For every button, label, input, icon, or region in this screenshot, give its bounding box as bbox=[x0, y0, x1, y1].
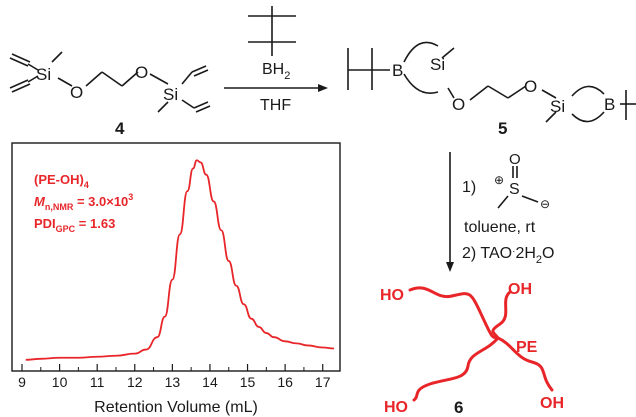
star-polymer-structure bbox=[408, 286, 554, 402]
ylide-plus-charge: ⊕ bbox=[494, 173, 504, 187]
step-1-number: 1) bbox=[462, 179, 476, 196]
compound-5-si-right: Si bbox=[550, 97, 565, 116]
product-ho-top-left: HO bbox=[380, 287, 404, 304]
x-tick-marks bbox=[21, 364, 324, 371]
annotation-mn: Mn,NMR = 3.0×103 bbox=[34, 192, 133, 212]
annotation-label: (PE-OH)4 bbox=[34, 172, 89, 190]
compound-5-o-right: O bbox=[524, 77, 537, 96]
borane-label: BH2 bbox=[262, 61, 290, 82]
x-tick-label-9: 9 bbox=[18, 374, 26, 390]
x-axis-label: Retention Volume (mL) bbox=[94, 399, 258, 416]
compound-4-o-right: O bbox=[135, 63, 148, 82]
x-tick-label-13: 13 bbox=[165, 374, 181, 390]
x-tick-label-11: 11 bbox=[90, 374, 105, 390]
compound-5-si-left: Si bbox=[430, 55, 445, 74]
chart-frame bbox=[11, 142, 341, 372]
reaction-arrow-1 bbox=[224, 84, 328, 92]
x-tick-label-14: 14 bbox=[202, 374, 218, 390]
compound-5-structure bbox=[347, 41, 636, 123]
x-tick-label-17: 17 bbox=[315, 374, 331, 390]
x-tick-label-12: 12 bbox=[127, 374, 143, 390]
ylide-sulfur: S bbox=[509, 181, 520, 198]
sulfoxonium-ylide-structure bbox=[497, 166, 539, 209]
product-pe-label: PE bbox=[516, 339, 538, 356]
product-ho-bottom-left: HO bbox=[384, 399, 408, 416]
reaction-arrow-2 bbox=[446, 152, 454, 272]
compound-4-o-left: O bbox=[70, 83, 83, 102]
product-oh-bottom-right: OH bbox=[540, 395, 564, 412]
x-tick-label-10: 10 bbox=[52, 374, 68, 390]
x-tick-labels: 9 10 11 12 13 14 15 16 17 bbox=[18, 374, 331, 390]
compound-4-structure bbox=[9, 51, 211, 113]
annotation-pdi: PDIGPC = 1.63 bbox=[34, 216, 115, 234]
product-oh-top-right: OH bbox=[508, 281, 532, 298]
compound-4-si-right: Si bbox=[163, 85, 178, 104]
compound-5-o-left: O bbox=[452, 95, 465, 114]
step-1-conditions: toluene, rt bbox=[464, 219, 536, 236]
gpc-trace-series bbox=[25, 159, 335, 361]
ylide-minus-charge: ⊖ bbox=[540, 197, 550, 211]
compound-4-si-left: Si bbox=[36, 65, 51, 84]
step-2-conditions: 2) TAO·2H2O bbox=[462, 245, 554, 266]
ylide-oxygen: O bbox=[509, 151, 521, 168]
solvent-thf: THF bbox=[260, 97, 291, 114]
compound-5-b-right: B bbox=[604, 95, 615, 114]
compound-5-b-left: B bbox=[392, 61, 403, 80]
compound-4-label: 4 bbox=[115, 119, 125, 138]
compound-6-label: 6 bbox=[454, 398, 463, 417]
x-tick-label-16: 16 bbox=[277, 374, 293, 390]
x-tick-label-15: 15 bbox=[240, 374, 256, 390]
compound-5-label: 5 bbox=[498, 119, 507, 138]
borane-reagent-structure bbox=[248, 6, 296, 56]
